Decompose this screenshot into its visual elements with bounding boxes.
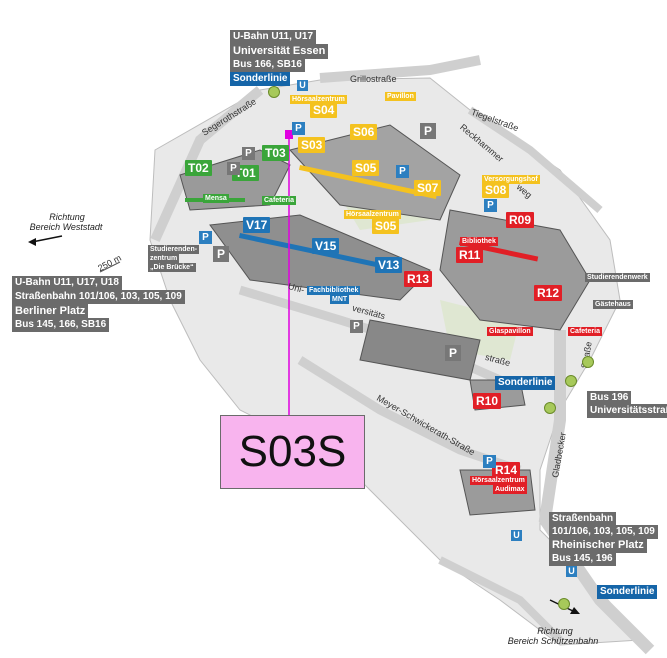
direction-west-2: Bereich Weststadt bbox=[29, 222, 103, 232]
parking-icon: P bbox=[445, 345, 461, 361]
building-s04: S04 bbox=[310, 102, 338, 118]
facility-studierendenwerk: Studierendenwerk bbox=[585, 273, 650, 282]
stop-icon bbox=[565, 375, 577, 387]
building-lower bbox=[359, 319, 481, 381]
building-r11: R11 bbox=[456, 247, 484, 263]
facility-fachbib-1: Fachbibliothek bbox=[307, 286, 361, 295]
facility-studzentrum-3: „Die Brücke“ bbox=[148, 263, 196, 272]
transit-left-line3: Berliner Platz bbox=[12, 304, 89, 319]
transit-bottom-line4: Bus 145, 196 bbox=[549, 552, 616, 566]
building-r09: R09 bbox=[506, 212, 535, 228]
building-t02: T02 bbox=[185, 160, 212, 176]
stop-icon bbox=[558, 598, 570, 610]
transit-bottom-line1: Straßenbahn bbox=[549, 512, 617, 526]
stop-icon bbox=[268, 86, 280, 98]
stripe-blue bbox=[238, 233, 377, 267]
building-s07: S07 bbox=[414, 180, 442, 196]
facility-studzentrum-2: zentrum bbox=[148, 254, 180, 263]
facility-hoersaal-mid: Hörsaalzentrum bbox=[344, 210, 401, 219]
building-v13: V13 bbox=[375, 257, 403, 273]
building-v17: V17 bbox=[243, 217, 271, 233]
transit-top-line2: Universität Essen bbox=[230, 44, 329, 59]
transit-left-line2: Straßenbahn 101/106, 103, 105, 109 bbox=[12, 290, 185, 304]
building-s05b: S05 bbox=[372, 218, 400, 234]
street-grillo: Grillostraße bbox=[350, 74, 397, 84]
transit-top-line1: U-Bahn U11, U17 bbox=[230, 30, 317, 44]
building-s06: S06 bbox=[350, 124, 378, 140]
parking-icon: P bbox=[242, 147, 255, 160]
stop-icon bbox=[544, 402, 556, 414]
road-segeroth bbox=[150, 86, 264, 243]
road-tiegel bbox=[467, 106, 603, 214]
parking-icon: P bbox=[396, 165, 409, 178]
parking-icon: P bbox=[292, 122, 305, 135]
stripe-yellow bbox=[298, 165, 437, 199]
stop-icon bbox=[582, 356, 594, 368]
parking-icon: P bbox=[199, 231, 212, 244]
facility-hoersaal-r14b: Audimax bbox=[493, 485, 527, 494]
parking-icon: P bbox=[350, 320, 363, 333]
building-r10: R10 bbox=[473, 393, 502, 409]
marker-point bbox=[285, 130, 293, 139]
parking-icon: P bbox=[483, 455, 496, 468]
transit-left-line4: Bus 145, 166, SB16 bbox=[12, 318, 110, 332]
transit-left-line1: U-Bahn U11, U17, U18 bbox=[12, 276, 122, 290]
parking-icon: P bbox=[484, 199, 497, 212]
facility-studzentrum-1: Studierenden- bbox=[148, 245, 200, 254]
ubahn-icon: U bbox=[511, 530, 522, 541]
facility-fachbib-2: MNT bbox=[330, 295, 350, 304]
facility-versorgung: Versorgungshof bbox=[482, 175, 540, 184]
arrow-west bbox=[31, 235, 63, 243]
building-s03: S03 bbox=[298, 137, 326, 153]
building-r14: R14 bbox=[492, 462, 521, 478]
parking-icon: P bbox=[420, 123, 436, 139]
building-r12: R12 bbox=[534, 285, 563, 301]
transit-top-line3: Bus 166, SB16 bbox=[230, 58, 305, 72]
facility-cafeteria1: Cafeteria bbox=[262, 196, 296, 205]
facility-bibliothek: Bibliothek bbox=[460, 237, 498, 246]
facility-mensa: Mensa bbox=[203, 194, 229, 203]
scale-arrow bbox=[99, 261, 121, 273]
transit-mid-special: Sonderlinie bbox=[495, 376, 556, 390]
ubahn-icon: U bbox=[566, 566, 577, 577]
highlight-callout: S03S bbox=[220, 415, 365, 489]
transit-bottom-line3: Rheinischer Platz bbox=[549, 538, 647, 553]
parking-icon: P bbox=[213, 246, 229, 262]
road-gladbecker bbox=[538, 330, 655, 655]
building-t03: T03 bbox=[262, 145, 289, 161]
facility-hoersaal-r14a: Hörsaalzentrum bbox=[470, 476, 527, 485]
facility-hoersaal-top: Hörsaalzentrum bbox=[290, 95, 347, 104]
facility-gaestehaus: Gästehaus bbox=[593, 300, 633, 309]
transit-right-line2: Universitätsstraße bbox=[587, 404, 667, 418]
transit-right-line1: Bus 196 bbox=[587, 391, 632, 405]
building-s05a: S05 bbox=[352, 160, 380, 176]
facility-cafeteria2: Cafeteria bbox=[568, 327, 602, 336]
road-bottom bbox=[438, 556, 563, 643]
transit-bottom-line2: 101/106, 103, 105, 109 bbox=[549, 525, 658, 539]
transit-bottom-special: Sonderlinie bbox=[597, 585, 658, 599]
arrow-west-head bbox=[28, 238, 36, 246]
parking-icon: P bbox=[227, 162, 240, 175]
facility-glaspavillon: Glaspavillon bbox=[487, 327, 533, 336]
building-r13: R13 bbox=[404, 271, 433, 287]
direction-south-1: Richtung bbox=[537, 626, 573, 636]
direction-south-2: Bereich Schützenbahn bbox=[507, 636, 599, 646]
facility-pavillon: Pavillon bbox=[385, 92, 416, 101]
building-s08: S08 bbox=[482, 182, 510, 198]
direction-west-1: Richtung bbox=[49, 212, 85, 222]
building-v15: V15 bbox=[312, 238, 340, 254]
transit-top-special: Sonderlinie bbox=[230, 72, 291, 86]
road-grillo bbox=[319, 55, 481, 83]
ubahn-icon: U bbox=[297, 80, 308, 91]
arrow-south-head bbox=[570, 607, 580, 614]
